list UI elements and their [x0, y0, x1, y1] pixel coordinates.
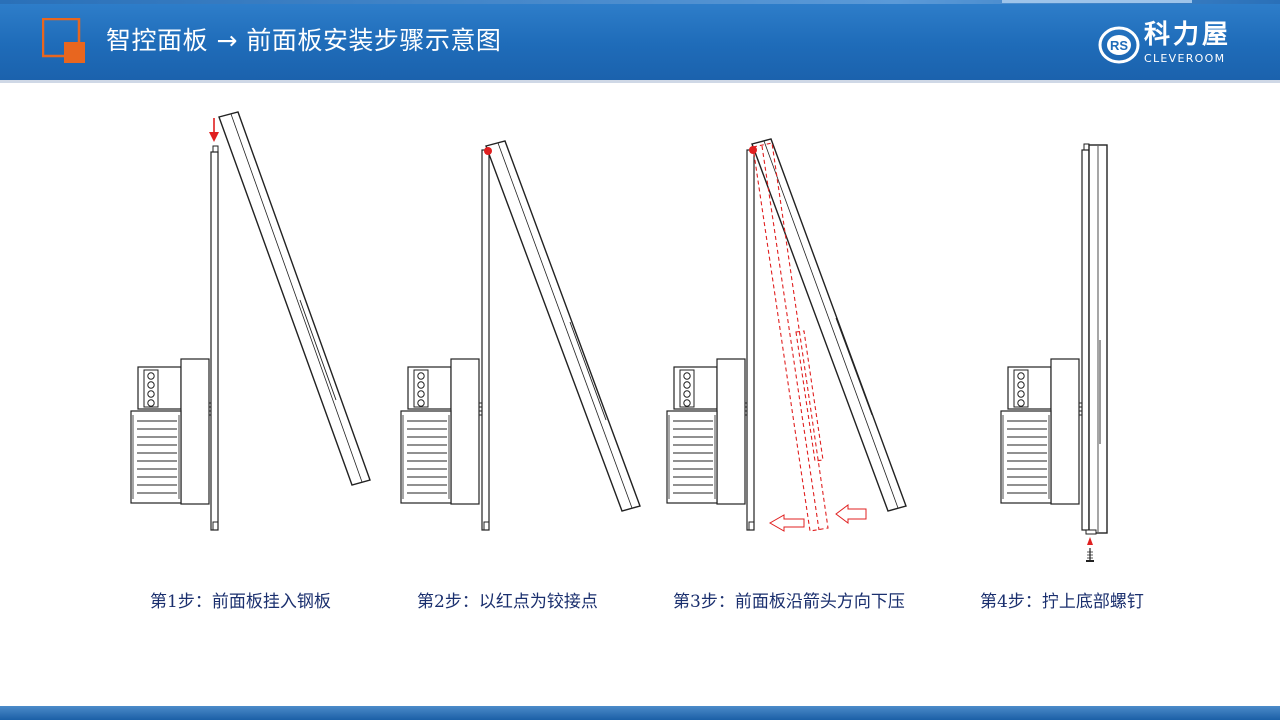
step-1-front-panel [218, 111, 371, 486]
title-square-icon [42, 18, 85, 63]
step-3-caption: 第3步：前面板沿箭头方向下压 [673, 592, 905, 612]
brand-mark-icon: RS [1098, 26, 1140, 64]
step-1-mounting-plate [210, 145, 219, 531]
step-3-mounting-plate [746, 149, 755, 531]
step-2-hinge-point-marker [484, 147, 492, 155]
step-1-down-arrow-icon [209, 118, 219, 142]
step-2-figure [400, 140, 641, 531]
step-2-mounting-plate [481, 149, 490, 531]
step-1-caption: 第1步：前面板挂入钢板 [150, 592, 331, 612]
step-4-figure [1000, 143, 1108, 562]
brand-mark-text: RS [1110, 38, 1128, 53]
step-3-front-panel-start [751, 138, 907, 512]
page-title: 智控面板 → 前面板安装步骤示意图 [106, 26, 502, 55]
header-accent-line [1002, 0, 1192, 3]
header-top-line [0, 0, 1280, 4]
brand-name-english: CLEVEROOM [1144, 52, 1226, 65]
step-4-mounting-plate [1081, 143, 1090, 531]
step-3-press-arrow-icon [768, 504, 867, 532]
step-1-figure [130, 111, 371, 531]
step-3-front-panel-target-dashed [752, 142, 829, 532]
header-bar: 智控面板 → 前面板安装步骤示意图 RS 科力屋 CLEVEROOM [0, 0, 1280, 83]
step-4-front-panel-installed [1085, 144, 1108, 535]
brand-name: 科力屋 [1144, 20, 1232, 50]
footer-bar [0, 706, 1280, 720]
brand-logo: RS 科力屋 CLEVEROOM [1098, 20, 1250, 72]
step-2-caption: 第2步：以红点为铰接点 [417, 592, 598, 612]
step-3-figure [666, 138, 907, 532]
step-2-front-panel [485, 140, 641, 512]
step-4-screw-icon [1086, 537, 1094, 562]
step-3-hinge-point-marker [749, 146, 757, 154]
step-4-caption: 第4步：拧上底部螺钉 [980, 592, 1144, 612]
